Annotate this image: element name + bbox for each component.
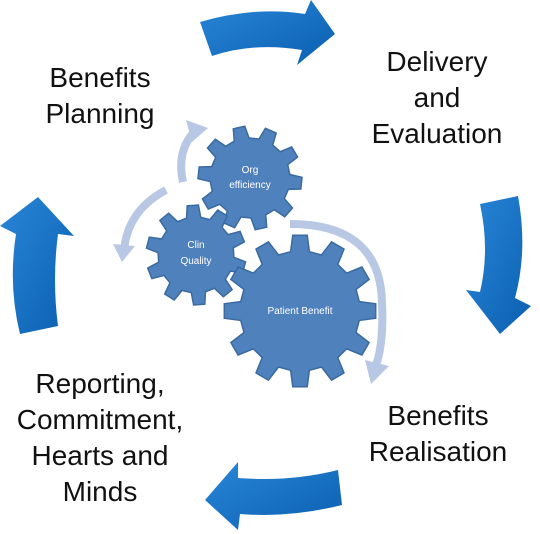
inner-arrow-top-head [186, 120, 208, 142]
gears [145, 125, 377, 388]
inner-arrow-right-head [365, 360, 389, 384]
inner-arrow-left-head [113, 244, 135, 262]
org-efficiency-label-line2: efficiency [229, 180, 271, 191]
stage-benefits-planning: Benefits Planning [45, 62, 155, 129]
cycle-arrow-top [200, 0, 335, 65]
cycle-arrow-right [466, 196, 531, 334]
cycle-arrow-left [0, 197, 74, 334]
clin-quality-label-line2: Quality [180, 256, 211, 267]
stage-delivery-and-evaluation: Delivery and Evaluation [371, 46, 503, 149]
gear-patient-benefit [223, 234, 377, 388]
gear-org-efficiency [197, 125, 303, 231]
inner-arrow-right [289, 220, 387, 370]
stage-benefits-realisation: Benefits Realisation [368, 400, 508, 467]
org-efficiency-label-line1: Org [242, 165, 259, 176]
gear-clin-quality [145, 204, 247, 306]
stage-reporting-commitment: Reporting, Commitment, Hearts and Minds [16, 368, 184, 507]
clin-quality-label-line1: Clin [187, 240, 204, 251]
inner-circular-arrows [113, 120, 389, 384]
inner-arrow-left [120, 186, 168, 251]
cycle-arrows [0, 0, 531, 530]
cycle-arrow-bottom [205, 462, 342, 530]
patient-benefit-label: Patient Benefit [267, 306, 332, 317]
